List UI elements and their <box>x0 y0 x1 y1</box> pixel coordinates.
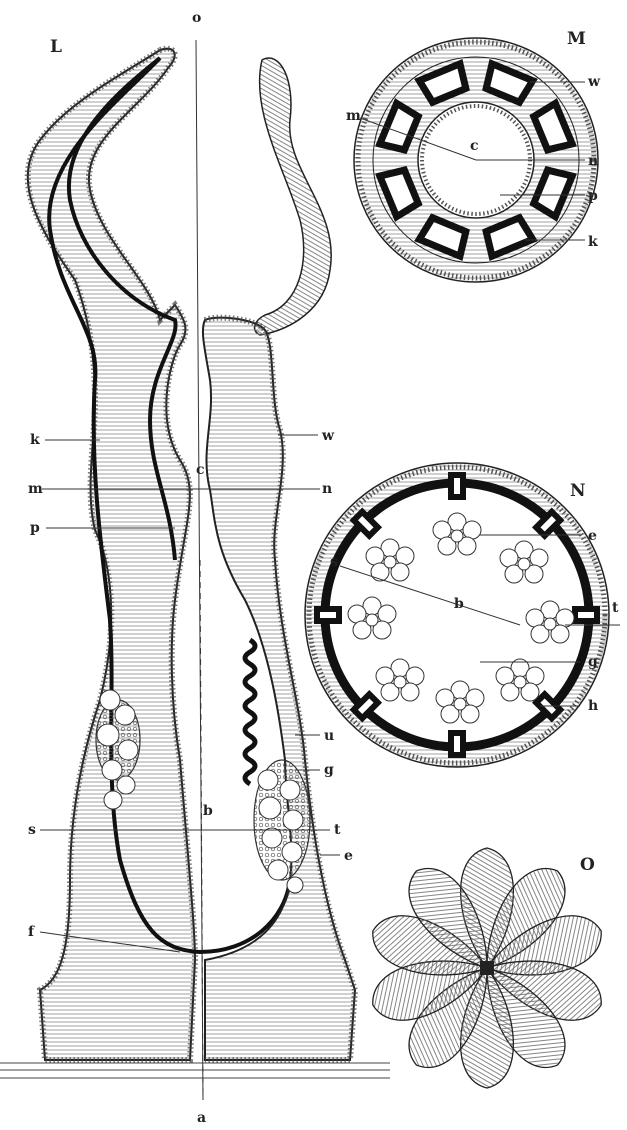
label-s: s <box>330 554 338 570</box>
label-k: k <box>30 432 40 448</box>
figure-label-L: L <box>50 37 62 57</box>
wavy-canal <box>245 640 255 784</box>
label-m: m <box>28 481 43 497</box>
label-b: b <box>454 596 464 612</box>
label-t: t <box>334 822 341 838</box>
figure-label-M: M <box>567 29 586 49</box>
figure-M: M w m c n p k <box>346 29 601 282</box>
label-k: k <box>588 234 598 250</box>
label-w: w <box>587 74 601 90</box>
label-u: u <box>324 728 334 744</box>
label-c: c <box>196 462 205 478</box>
label-g: g <box>588 654 598 670</box>
label-s: s <box>28 822 36 838</box>
figure-label-O: O <box>580 855 595 875</box>
label-e: e <box>344 848 353 864</box>
label-o: o <box>192 10 201 26</box>
label-h: h <box>588 698 598 714</box>
label-m: m <box>346 108 361 124</box>
label-a: a <box>197 1110 206 1126</box>
figure-O: O <box>365 848 610 1088</box>
label-p: p <box>30 520 40 536</box>
label-e: e <box>588 528 597 544</box>
label-p: p <box>588 188 598 204</box>
label-t: t <box>612 600 619 616</box>
label-f: f <box>28 924 35 940</box>
label-n: n <box>588 153 598 169</box>
label-c: c <box>470 138 479 154</box>
label-g: g <box>324 762 334 778</box>
label-n: n <box>322 481 332 497</box>
label-w: w <box>321 428 335 444</box>
right-tentacle <box>255 58 332 335</box>
figure-label-N: N <box>570 481 586 501</box>
figure-N: N e s b t g h <box>305 463 620 767</box>
label-b: b <box>203 803 213 819</box>
